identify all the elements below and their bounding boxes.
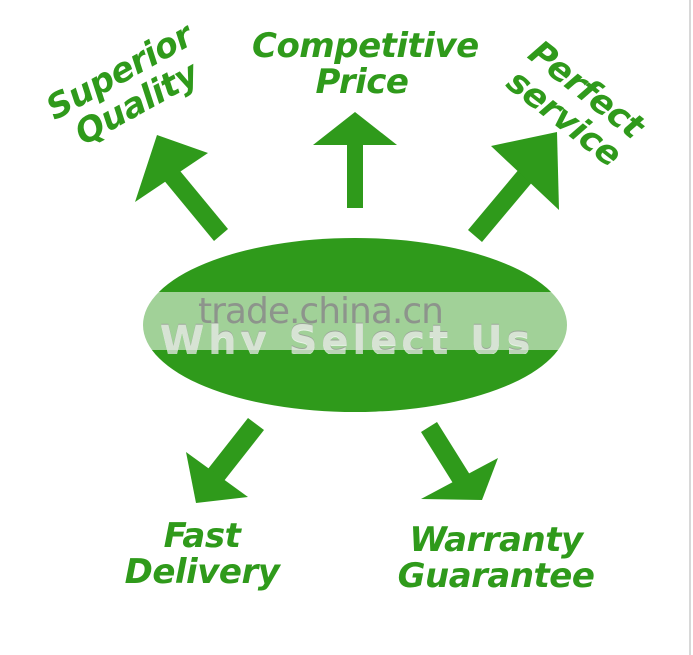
label-fast-delivery: Fast Delivery bbox=[122, 518, 282, 590]
label-competitive-price: Competitive Price bbox=[252, 26, 479, 102]
watermark-band-edge bbox=[682, 292, 693, 332]
right-edge-divider bbox=[689, 0, 691, 655]
label-warranty-line1: Warranty bbox=[409, 520, 583, 560]
label-warranty-guarantee: Warranty Guarantee bbox=[396, 522, 596, 594]
center-title: Why Select Us bbox=[160, 318, 535, 354]
arrow-superior-quality bbox=[135, 135, 228, 241]
label-fast-line1: Fast bbox=[163, 516, 241, 556]
arrow-fast-delivery bbox=[186, 418, 264, 503]
label-price-line1: Competitive bbox=[252, 26, 479, 66]
arrow-perfect-service bbox=[468, 132, 559, 242]
label-fast-line2: Delivery bbox=[124, 552, 280, 592]
watermark-band bbox=[140, 292, 570, 350]
arrow-warranty-guarantee bbox=[421, 422, 498, 500]
watermark-text: trade.china.cn bbox=[198, 291, 444, 332]
arrow-competitive-price bbox=[313, 112, 397, 208]
label-price-line2: Price bbox=[315, 62, 409, 102]
label-warranty-line2: Guarantee bbox=[397, 556, 595, 596]
